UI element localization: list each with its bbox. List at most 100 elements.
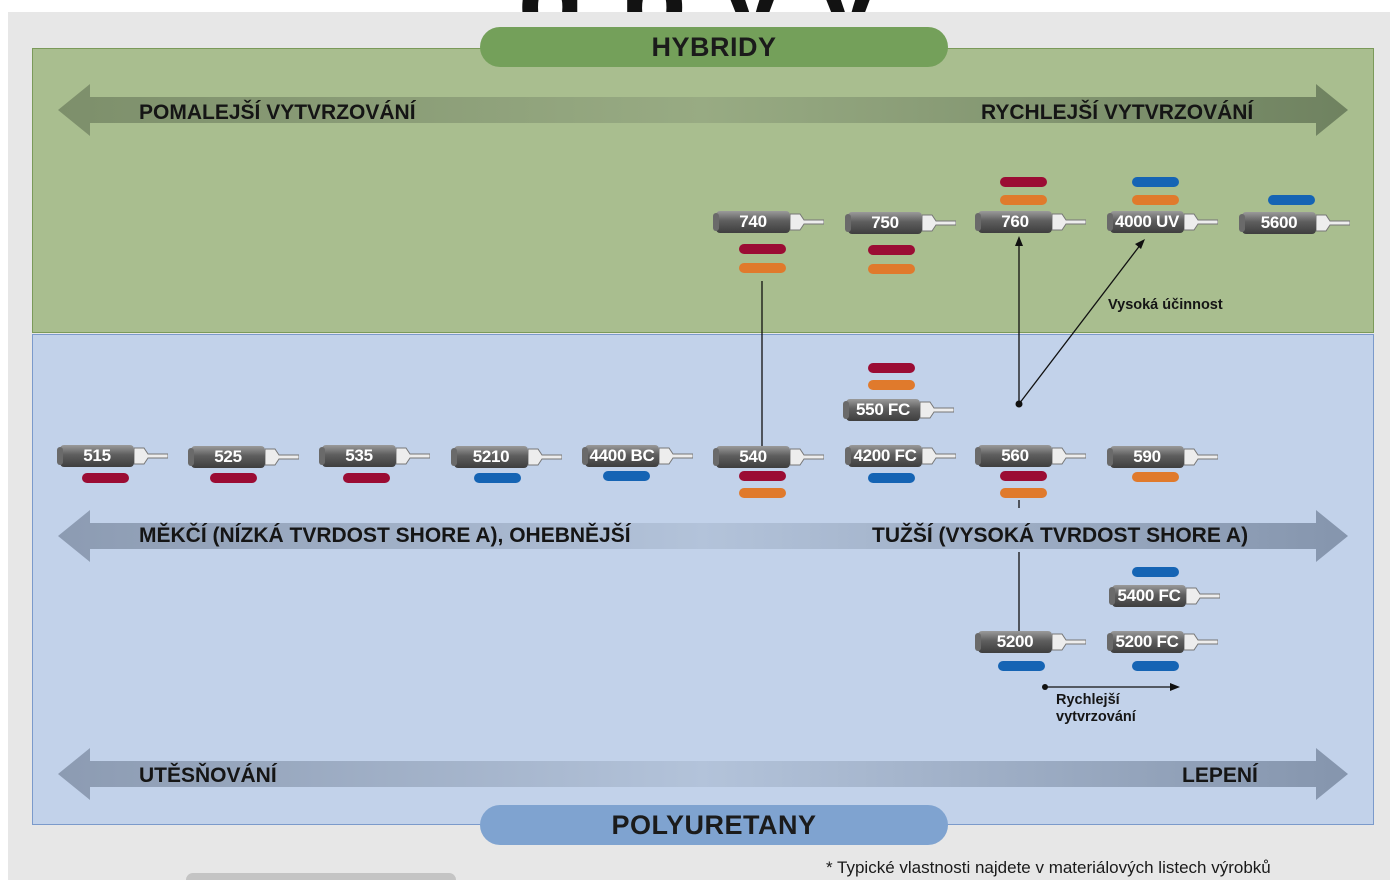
product-label: 590 bbox=[1133, 447, 1161, 466]
nozzle-icon bbox=[1184, 213, 1218, 231]
nozzle-icon bbox=[920, 401, 954, 419]
product-515[interactable]: 515 bbox=[57, 445, 175, 467]
product-label: 4200 FC bbox=[853, 446, 917, 465]
sealant-cartridge-icon bbox=[582, 445, 659, 467]
product-label: 740 bbox=[739, 212, 767, 231]
property-bar-red bbox=[1000, 471, 1047, 481]
nozzle-icon bbox=[790, 213, 824, 231]
property-bar-blue bbox=[603, 471, 650, 481]
product-label: 5200 FC bbox=[1115, 632, 1179, 651]
property-bar-orange bbox=[1000, 195, 1047, 205]
legend-box bbox=[186, 873, 456, 880]
sealant-cartridge-icon bbox=[713, 446, 790, 468]
product-590[interactable]: 590 bbox=[1107, 446, 1225, 468]
property-bar-red bbox=[343, 473, 390, 483]
nozzle-icon bbox=[790, 448, 824, 466]
application-arrow bbox=[58, 748, 1348, 800]
footnote: * Typické vlastnosti najdete v materiálo… bbox=[826, 858, 1271, 877]
product-label: 560 bbox=[1001, 446, 1029, 465]
faster-cure-note-line2: vytvrzování bbox=[1056, 709, 1136, 725]
property-bar-orange bbox=[1132, 472, 1179, 482]
nozzle-icon bbox=[1052, 633, 1086, 651]
product-label: 4000 UV bbox=[1114, 212, 1180, 231]
product-550-fc[interactable]: 550 FC bbox=[843, 399, 961, 421]
nozzle-icon bbox=[922, 447, 956, 465]
sealant-cartridge-icon bbox=[1107, 211, 1184, 233]
cure-faster-label: RYCHLEJŠÍ VYTVRZOVÁNÍ bbox=[981, 101, 1254, 124]
product-label: 5210 bbox=[472, 447, 510, 466]
product-label: 760 bbox=[1001, 212, 1029, 231]
property-bar-orange bbox=[868, 380, 915, 390]
product-label: 525 bbox=[214, 447, 242, 466]
sealing-label: UTĚSŇOVÁNÍ bbox=[139, 764, 277, 787]
cure-slower-label: POMALEJŠÍ VYTVRZOVÁNÍ bbox=[139, 101, 416, 124]
property-bar-orange bbox=[1132, 195, 1179, 205]
product-740[interactable]: 740 bbox=[713, 211, 831, 233]
product-760[interactable]: 760 bbox=[975, 211, 1093, 233]
product-560[interactable]: 560 bbox=[975, 445, 1093, 467]
product-label: 4400 BC bbox=[589, 446, 655, 465]
high-efficiency-note: Vysoká účinnost bbox=[1108, 297, 1223, 313]
property-bar-red bbox=[868, 245, 915, 255]
property-bar-blue bbox=[1132, 661, 1179, 671]
property-bar-red bbox=[739, 244, 786, 254]
product-525[interactable]: 525 bbox=[188, 446, 306, 468]
bonding-label: LEPENÍ bbox=[1182, 764, 1258, 787]
faster-cure-note-line1: Rychlejší bbox=[1056, 692, 1120, 708]
property-bar-red bbox=[1000, 177, 1047, 187]
property-bar-blue bbox=[998, 661, 1045, 671]
property-bar-orange bbox=[739, 488, 786, 498]
product-535[interactable]: 535 bbox=[319, 445, 437, 467]
cure-speed-arrow bbox=[58, 84, 1348, 136]
nozzle-icon bbox=[396, 447, 430, 465]
product-label: 550 FC bbox=[856, 400, 910, 419]
property-bar-blue bbox=[474, 473, 521, 483]
nozzle-icon bbox=[659, 447, 693, 465]
sealant-cartridge-icon bbox=[845, 445, 922, 467]
hybrid-section-label: HYBRIDY bbox=[480, 27, 948, 67]
sealant-cartridge-icon bbox=[975, 631, 1052, 653]
polyurethane-section-label: POLYURETANY bbox=[480, 805, 948, 845]
sealant-cartridge-icon bbox=[1239, 212, 1316, 234]
nozzle-icon bbox=[1052, 213, 1086, 231]
nozzle-icon bbox=[1052, 447, 1086, 465]
product-5200-fc[interactable]: 5200 FC bbox=[1107, 631, 1225, 653]
product-5600[interactable]: 5600 bbox=[1239, 212, 1357, 234]
product-4400-bc[interactable]: 4400 BC bbox=[582, 445, 700, 467]
nozzle-icon bbox=[528, 448, 562, 466]
sealant-cartridge-icon bbox=[319, 445, 396, 467]
product-4000-uv[interactable]: 4000 UV bbox=[1107, 211, 1225, 233]
product-5200[interactable]: 5200 bbox=[975, 631, 1093, 653]
property-bar-orange bbox=[868, 264, 915, 274]
sealant-cartridge-icon bbox=[975, 211, 1052, 233]
sealant-cartridge-icon bbox=[1107, 631, 1184, 653]
property-bar-red bbox=[82, 473, 129, 483]
product-540[interactable]: 540 bbox=[713, 446, 831, 468]
sealant-cartridge-icon bbox=[713, 211, 790, 233]
property-bar-red bbox=[739, 471, 786, 481]
product-label: 535 bbox=[345, 446, 373, 465]
product-label: 540 bbox=[739, 447, 767, 466]
hardness-soft-label: MĚKČÍ (NÍZKÁ TVRDOST SHORE A), OHEBNĚJŠÍ bbox=[139, 524, 631, 547]
nozzle-icon bbox=[922, 214, 956, 232]
property-bar-red bbox=[868, 363, 915, 373]
property-bar-blue bbox=[1132, 567, 1179, 577]
product-label: 5200 bbox=[996, 632, 1034, 651]
sealant-cartridge-icon bbox=[845, 212, 922, 234]
sealant-cartridge-icon bbox=[1107, 446, 1184, 468]
product-5400-fc[interactable]: 5400 FC bbox=[1109, 585, 1227, 607]
nozzle-icon bbox=[134, 447, 168, 465]
sealant-cartridge-icon bbox=[451, 446, 528, 468]
product-4200-fc[interactable]: 4200 FC bbox=[845, 445, 963, 467]
property-bar-orange bbox=[1000, 488, 1047, 498]
product-750[interactable]: 750 bbox=[845, 212, 963, 234]
product-label: 5400 FC bbox=[1117, 586, 1181, 605]
sealant-cartridge-icon bbox=[57, 445, 134, 467]
product-5210[interactable]: 5210 bbox=[451, 446, 569, 468]
property-bar-orange bbox=[739, 263, 786, 273]
polyurethane-panel bbox=[32, 334, 1374, 825]
property-bar-blue bbox=[868, 473, 915, 483]
nozzle-icon bbox=[1186, 587, 1220, 605]
property-bar-red bbox=[210, 473, 257, 483]
